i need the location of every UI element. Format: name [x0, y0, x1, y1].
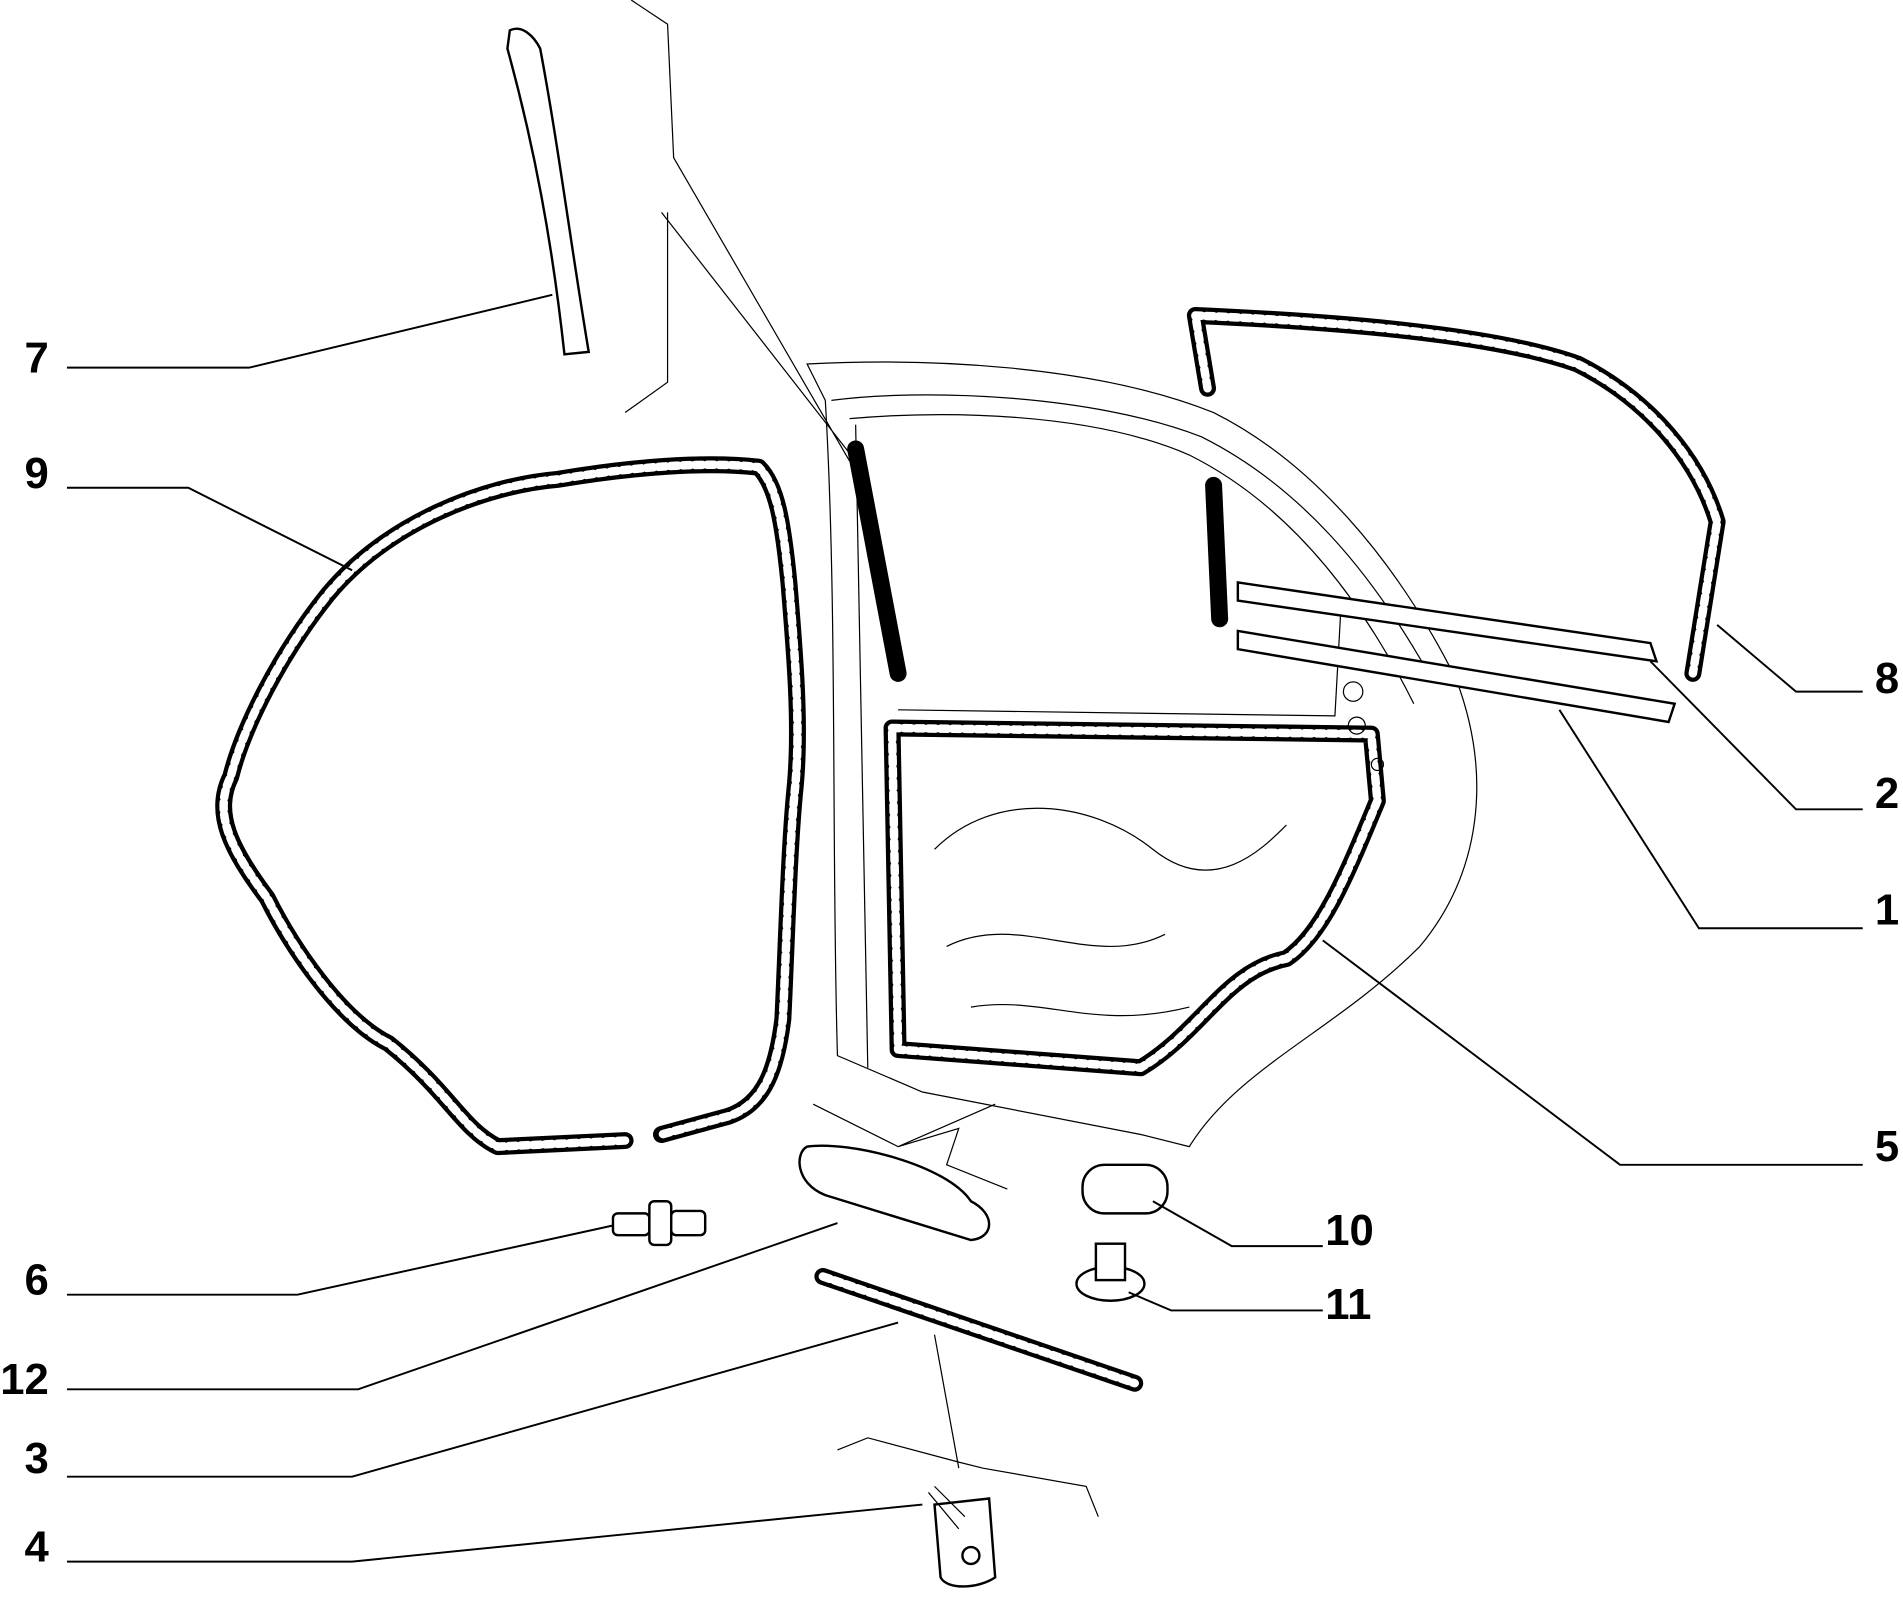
callout-1: 1 — [1875, 886, 1899, 935]
callout-12: 12 — [0, 1355, 49, 1404]
part-4-clip — [927, 1485, 997, 1588]
callout-3: 3 — [24, 1434, 48, 1483]
callout-2: 2 — [1875, 769, 1899, 818]
callout-8: 8 — [1875, 654, 1899, 703]
part-12-handle — [798, 1144, 991, 1242]
part-7-strip — [506, 27, 591, 356]
part-2-strip — [1236, 581, 1659, 663]
callout-6: 6 — [24, 1256, 48, 1305]
guide-lines — [624, 0, 1099, 1517]
part-9-door-seal — [215, 456, 806, 1156]
pillar-seal — [847, 440, 907, 682]
part-8-window-seal — [1186, 306, 1726, 682]
callout-10: 10 — [1325, 1206, 1374, 1255]
callout-11: 11 — [1325, 1280, 1371, 1329]
callout-7: 7 — [24, 334, 48, 383]
part-1-strip — [1236, 629, 1677, 724]
part-11-bumper — [1075, 1242, 1146, 1302]
part-3-strip — [814, 1267, 1144, 1392]
part-6-pin — [611, 1200, 707, 1247]
callout-5: 5 — [1875, 1122, 1899, 1171]
door-panel — [806, 361, 1478, 1148]
callout-9: 9 — [24, 449, 48, 498]
part-10-plug — [1081, 1163, 1169, 1215]
leader-lines — [66, 293, 1863, 1563]
callout-4: 4 — [24, 1523, 49, 1572]
